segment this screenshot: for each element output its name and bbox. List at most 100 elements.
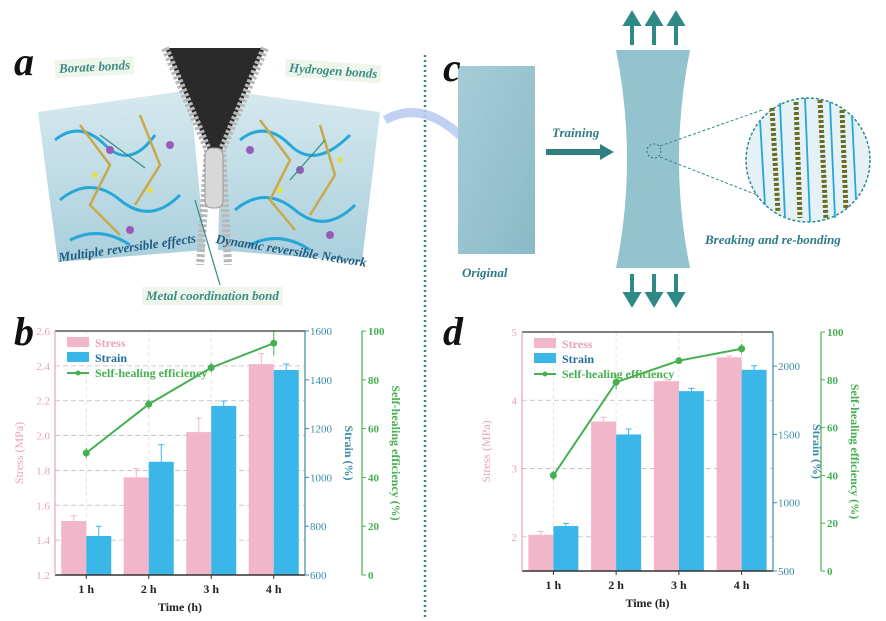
chart-b: 1.21.41.61.82.02.22.42.66008001000120014… — [12, 326, 403, 614]
bar-strain — [553, 526, 579, 571]
y-tick-label: 2 — [512, 532, 518, 544]
legend-label-stress: Stress — [562, 337, 593, 351]
y-tick-label: 5 — [512, 327, 518, 339]
efficiency-point — [145, 400, 153, 408]
bar-strain — [148, 461, 174, 575]
y2-tick-label: 2000 — [778, 361, 801, 373]
efficiency-point — [270, 339, 278, 347]
error-bar — [158, 444, 165, 480]
legend-label-stress: Stress — [95, 336, 126, 350]
hydrogel-network-illustration — [38, 46, 482, 286]
error-bar — [562, 522, 569, 530]
legend-swatch-stress — [67, 337, 89, 347]
bar-stress — [186, 432, 212, 575]
y2-tick-label: 1400 — [310, 375, 333, 387]
stretched-sample — [616, 50, 690, 268]
y3-tick-label: 80 — [368, 375, 380, 387]
error-bar — [688, 387, 695, 395]
bar-strain — [741, 369, 767, 571]
bar-strain — [678, 391, 704, 571]
error-bar — [726, 355, 733, 360]
y2-tick-label: 1600 — [310, 326, 333, 338]
y-axis-title: Stress (MPa) — [12, 422, 26, 484]
error-bar — [195, 417, 202, 447]
x-tick-label: 4 h — [734, 578, 750, 592]
y-tick-label: 2.6 — [36, 326, 50, 338]
efficiency-point — [82, 449, 90, 457]
y3-axis-title: Self-healing efficiency (%) — [389, 385, 403, 520]
y2-tick-label: 500 — [778, 566, 795, 578]
bar-stress — [248, 364, 274, 575]
x-tick-label: 3 h — [203, 582, 219, 596]
y3-tick-label: 40 — [827, 470, 839, 482]
error-bar — [600, 416, 607, 427]
y2-tick-label: 1000 — [310, 472, 333, 484]
x-tick-label: 1 h — [78, 582, 94, 596]
efficiency-point — [738, 345, 746, 353]
zipper-opening — [165, 48, 265, 150]
error-bar — [133, 468, 140, 487]
efficiency-line — [552, 347, 742, 476]
legend-swatch-strain — [67, 352, 89, 362]
x-tick-label: 4 h — [266, 582, 282, 596]
panel-label-a: a — [14, 39, 34, 84]
y3-axis-title: Self-healing efficiency (%) — [848, 384, 862, 519]
bar-stress — [591, 421, 617, 571]
x-tick-label: 3 h — [671, 578, 687, 592]
y2-tick-label: 600 — [310, 570, 327, 582]
legend-label-efficiency: Self-healing efficiency — [95, 366, 207, 380]
y3-tick-label: 100 — [827, 327, 844, 339]
x-axis-title: Time (h) — [625, 596, 669, 610]
legend-swatch-strain — [534, 353, 556, 363]
y3-tick-label: 40 — [368, 472, 380, 484]
y3-tick-label: 60 — [827, 423, 839, 435]
legend-label-strain: Strain — [562, 352, 594, 366]
y3-tick-label: 80 — [827, 375, 839, 387]
y2-tick-label: 1000 — [778, 498, 801, 510]
efficiency-point — [549, 471, 557, 479]
efficiency-point — [675, 357, 683, 365]
bar-strain — [616, 434, 642, 571]
y-tick-label: 1.4 — [36, 535, 50, 547]
gel-block-left — [38, 90, 205, 262]
training-illustration — [458, 10, 871, 308]
bar-stress — [653, 381, 679, 571]
error-bar — [663, 378, 670, 384]
training-label: Training — [552, 125, 600, 140]
panel-label-d: d — [443, 309, 463, 354]
bar-strain — [211, 405, 237, 575]
y3-tick-label: 0 — [368, 570, 374, 582]
y-tick-label: 1.6 — [36, 500, 50, 512]
legend-marker-efficiency — [75, 370, 81, 376]
y2-axis-title: Strain (%) — [810, 424, 824, 479]
efficiency-point — [207, 364, 215, 372]
y3-tick-label: 20 — [368, 521, 380, 533]
y3-tick-label: 60 — [368, 424, 380, 436]
y-tick-label: 3 — [512, 464, 518, 476]
gel-block-right — [218, 90, 380, 262]
y-tick-label: 2.4 — [36, 361, 50, 373]
y-axis-title: Stress (MPa) — [479, 420, 493, 482]
y-tick-label: 4 — [512, 395, 518, 407]
x-tick-label: 2 h — [141, 582, 157, 596]
y-tick-label: 2.0 — [36, 431, 50, 443]
tension-arrows — [622, 10, 686, 308]
bar-stress — [528, 534, 554, 571]
bar-strain — [273, 370, 299, 575]
legend-swatch-stress — [534, 338, 556, 348]
y2-axis-title: Strain (%) — [342, 426, 356, 481]
error-bar — [283, 363, 290, 377]
y2-tick-label: 1500 — [778, 429, 801, 441]
y-tick-label: 1.8 — [36, 465, 50, 477]
error-bar — [220, 400, 227, 412]
error-bar — [258, 353, 265, 376]
bar-stress — [123, 477, 149, 575]
y-tick-label: 1.2 — [36, 570, 50, 582]
y3-tick-label: 0 — [827, 566, 833, 578]
original-label: Original — [462, 265, 508, 280]
efficiency-point — [612, 378, 620, 386]
legend-marker-efficiency — [542, 371, 548, 377]
panel-label-b: b — [14, 309, 34, 354]
